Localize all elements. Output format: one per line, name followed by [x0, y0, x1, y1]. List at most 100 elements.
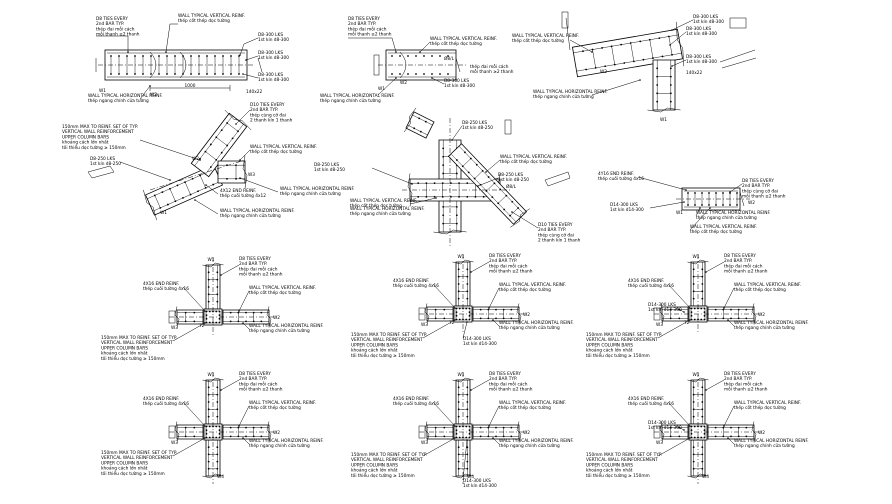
note-text: tối thiểu dọc tường ≥ 150mm	[62, 144, 126, 151]
leader-dot	[639, 79, 641, 81]
vertical-bar	[207, 286, 210, 288]
note-text: WALL TYPICAL VERTICAL REINF.	[499, 400, 566, 406]
vertical-bar	[692, 275, 695, 278]
column-bar	[205, 314, 208, 317]
column-bar	[468, 425, 471, 428]
wall-tag: W1	[208, 372, 215, 378]
horizontal-bar	[450, 153, 517, 223]
leader-line	[205, 184, 219, 195]
column-bar	[455, 318, 458, 321]
note-text: thép ngang chính cửa tường	[320, 97, 381, 104]
column-bar	[458, 436, 461, 439]
vertical-bar	[510, 317, 513, 320]
vertical-bar	[207, 415, 210, 418]
note-text: 150mm MAX TO REINF. SET OF TYP.	[101, 450, 177, 456]
vertical-bar	[495, 308, 497, 311]
vertical-bar	[207, 446, 210, 449]
note-text: thép cốt thép dọc tường	[430, 40, 482, 47]
vertical-bar	[669, 100, 672, 103]
wall-band	[447, 143, 528, 225]
vertical-bar	[431, 55, 433, 57]
vertical-bar	[439, 55, 441, 57]
vertical-bar	[661, 55, 664, 58]
leader-line	[669, 31, 687, 46]
column-bar	[690, 429, 693, 432]
leader-dot	[242, 73, 244, 75]
note-text: VERTICAL WALL REINFORCEMENT	[351, 337, 423, 343]
note-text: khoảng cách lớn nhất	[586, 467, 633, 474]
vertical-bar	[439, 73, 441, 75]
callout-text: Ø8/L	[506, 183, 517, 190]
note-text: thép đai mỗi cách	[489, 380, 528, 387]
note-text: D8-300 LKS	[686, 54, 711, 60]
vertical-bar	[216, 386, 219, 389]
note-text: thép ngang chính cửa tường	[499, 324, 560, 331]
vertical-bar	[229, 435, 232, 438]
horizontal-bar	[194, 115, 233, 167]
column-bar	[468, 307, 471, 310]
column-bar	[455, 432, 458, 435]
vertical-bar	[216, 415, 219, 418]
note-text: D8 TIES EVERY	[239, 371, 271, 377]
leader-dot	[239, 159, 241, 161]
note-text: 2 thanh kín 1 thanh	[538, 237, 581, 244]
leader-dot	[470, 271, 472, 273]
note-text: D14-300 LKS	[648, 302, 676, 308]
note-text: D8-300 LKS	[686, 26, 711, 32]
vertical-bar	[399, 55, 401, 57]
column-bar	[697, 436, 699, 439]
note-text: WALL TYPICAL VERTICAL REINF.	[690, 224, 757, 230]
note-text: 1st kín d8-250	[498, 176, 529, 183]
column-bar	[218, 310, 221, 313]
note-text: thép ngang chính cửa tường	[88, 97, 149, 104]
column-bar	[205, 310, 208, 313]
vertical-bar	[701, 446, 704, 449]
leader-dot	[242, 437, 244, 439]
note-text: 1st kín d8-300	[444, 82, 475, 89]
vertical-bar	[431, 73, 433, 75]
column-bar	[462, 318, 464, 321]
note-text: 2nd BAR TYP.	[348, 21, 376, 27]
vertical-bar	[220, 129, 223, 132]
vertical-bar	[466, 268, 469, 271]
note-text: thép cốt thép dọc tường	[250, 148, 302, 155]
note-text: 4X16 END REINF.	[628, 278, 664, 284]
note-text: D10 TIES EVERY	[250, 102, 285, 108]
note-text: D8 TIES EVERY	[348, 16, 380, 22]
link-tie	[169, 188, 176, 202]
vertical-bar	[433, 182, 436, 185]
note-text: tối thiểu dọc tường ≥ 150mm	[351, 352, 415, 359]
wall-tag: W3	[171, 440, 178, 446]
wall-tag: W1	[160, 210, 167, 216]
leader-line	[671, 59, 687, 67]
column-bar	[468, 318, 471, 321]
leader-dot	[454, 425, 456, 427]
note-text: thép đai mỗi cách	[96, 25, 135, 32]
note-text: thép ngang chính cửa tường	[249, 327, 310, 334]
wall-tag: W3	[656, 322, 663, 328]
note-text: tối thiểu dọc tường ≥ 150mm	[351, 472, 415, 479]
leader-dot	[411, 183, 413, 185]
vertical-bar	[730, 435, 732, 438]
note-text: WALL TYPICAL HORIZONTAL REINF.	[249, 323, 324, 329]
vertical-bar	[245, 320, 247, 323]
leader-line	[172, 437, 206, 457]
leader-dot	[466, 439, 468, 441]
vertical-bar	[678, 317, 681, 320]
leader-line	[470, 261, 490, 273]
leader-dot	[149, 85, 151, 87]
end-cap	[544, 171, 571, 187]
wall-band	[385, 49, 457, 81]
leader-dot	[165, 51, 167, 53]
vertical-bar	[656, 84, 659, 86]
leader-line	[723, 287, 735, 309]
column-bar	[455, 425, 458, 428]
vertical-bar	[209, 166, 212, 168]
vertical-bar	[466, 386, 469, 389]
vertical-bar	[391, 73, 393, 75]
leader-line	[238, 405, 250, 427]
vertical-bar	[415, 73, 417, 75]
note-text: thép ngang chính cửa tường	[696, 214, 757, 221]
note-text: WALL TYPICAL VERTICAL REINF.	[249, 400, 316, 406]
